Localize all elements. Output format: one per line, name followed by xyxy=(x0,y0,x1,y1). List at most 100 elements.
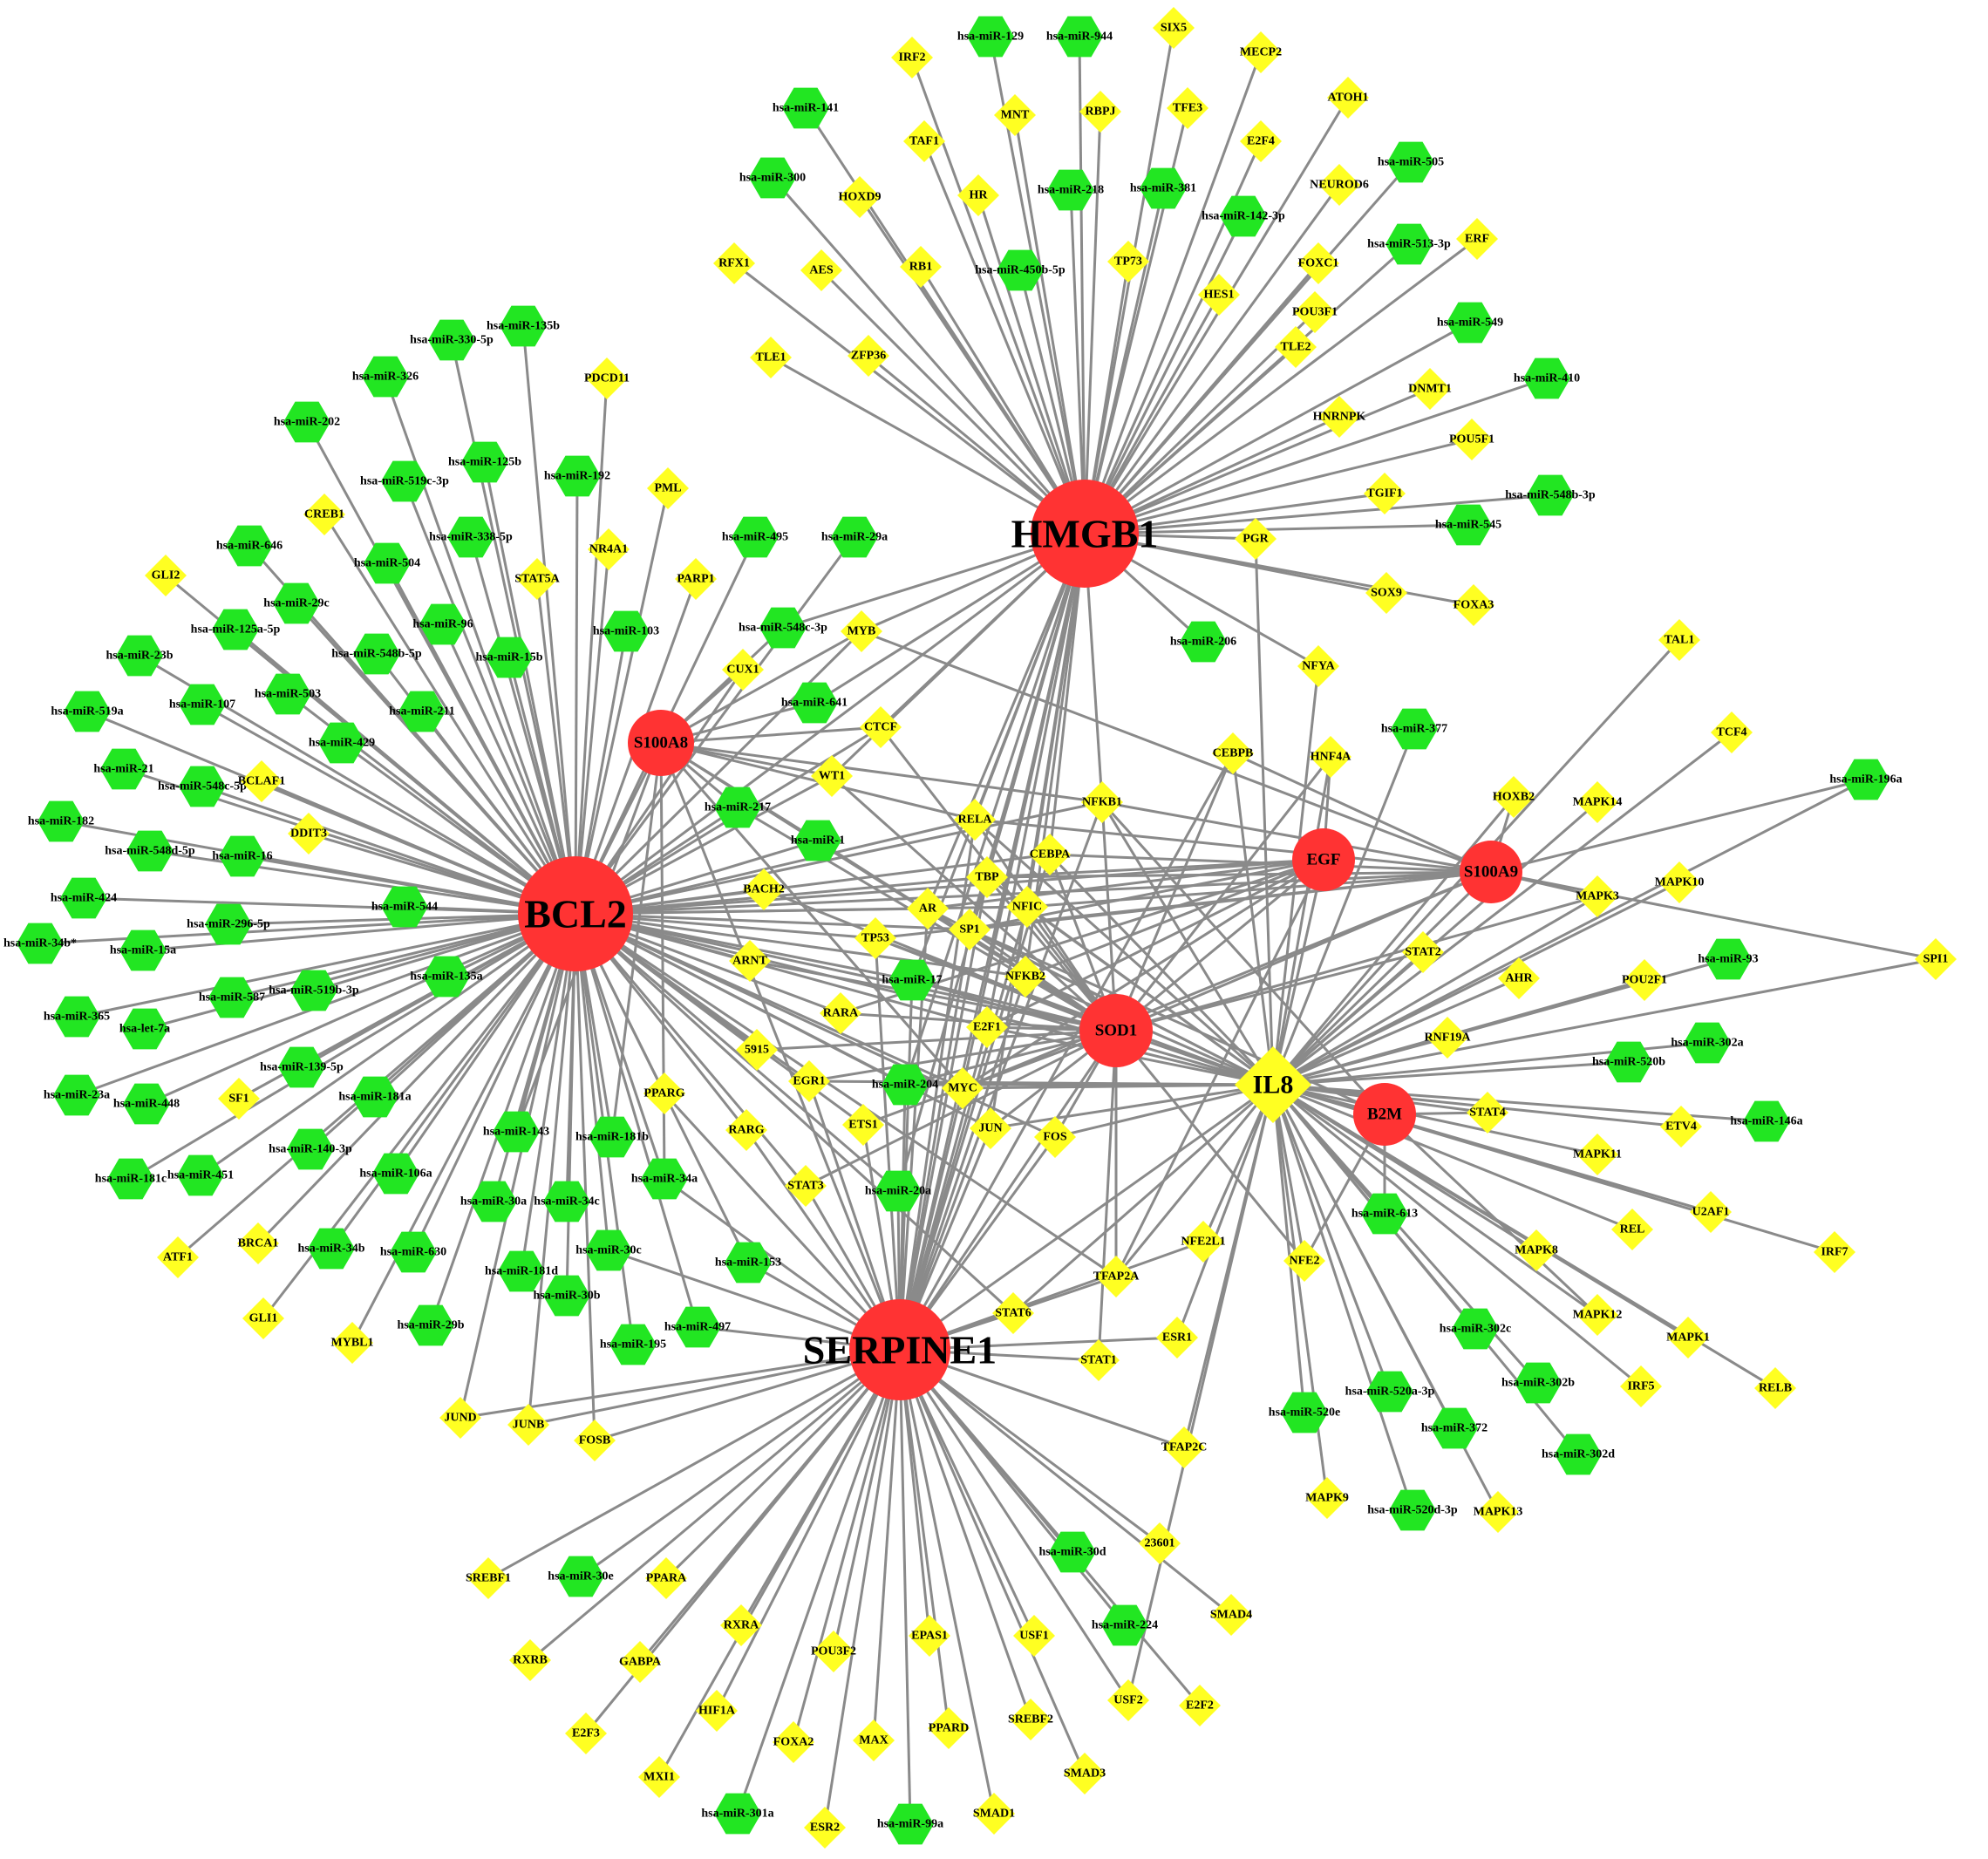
node-tfap2a: TFAP2A xyxy=(1093,1256,1140,1297)
mirna-hexagon xyxy=(782,87,829,129)
edge-s100a9-cebpb xyxy=(1232,752,1492,874)
edge-serpine1-hsa-mir-30c xyxy=(608,1249,901,1352)
edge-serpine1-23601 xyxy=(899,1348,1161,1545)
node-label: hsa-miR-15b xyxy=(475,651,542,664)
node-hsa-mir-302b: hsa-miR-302b xyxy=(1501,1362,1575,1404)
mirna-hexagon xyxy=(554,455,601,497)
edge-bcl2-pdcd11 xyxy=(574,378,609,915)
tf-diamond xyxy=(1318,396,1360,438)
edge-bcl2-stat6 xyxy=(574,912,1015,1315)
node-label: hsa-miR-372 xyxy=(1421,1422,1488,1435)
node-label: hsa-miR-548c-3p xyxy=(739,622,827,635)
edge-sod1-rela xyxy=(973,819,1118,1032)
node-hsa-mir-29c: hsa-miR-29c xyxy=(263,582,330,624)
node-label: hsa-miR-135b xyxy=(487,320,560,333)
node-label: RFX1 xyxy=(718,257,750,270)
node-label: NFE2 xyxy=(1290,1255,1320,1268)
edge-il8-mapk9 xyxy=(1271,1084,1329,1499)
edge-hmgb1-hsa-mir-300 xyxy=(771,177,1086,535)
mirna-hexagon xyxy=(1140,167,1187,209)
node-label: HR xyxy=(970,189,989,202)
node-label: hsa-miR-365 xyxy=(44,1011,110,1024)
node-layer: BCL2HMGB1SERPINE1SOD1S100A8S100A9EGFB2MI… xyxy=(3,7,1957,1849)
mirna-hexagon xyxy=(107,1158,154,1200)
edge-hmgb1-hr xyxy=(977,194,1086,535)
node-stat4: STAT4 xyxy=(1467,1092,1508,1134)
tf-diamond xyxy=(1179,1685,1221,1726)
mirna-hexagon xyxy=(219,835,266,877)
tf-diamond xyxy=(1139,1522,1181,1564)
mirna-hexagon xyxy=(278,1046,325,1088)
node-label: RARG xyxy=(728,1124,764,1137)
edge-s100a9-nfic xyxy=(1026,870,1492,909)
tf-diamond xyxy=(750,337,792,378)
node-label: hsa-miR-195 xyxy=(600,1338,666,1352)
tf-diamond xyxy=(1318,164,1360,206)
node-label: RELB xyxy=(1759,1382,1792,1395)
tf-diamond xyxy=(928,1707,970,1749)
node-label: ESR1 xyxy=(1162,1331,1192,1345)
edge-il8-hnf4a xyxy=(1271,756,1332,1086)
node-hsa-mir-30b: hsa-miR-30b xyxy=(533,1275,601,1317)
node-label: TAL1 xyxy=(1665,634,1695,647)
node-mapk14: MAPK14 xyxy=(1573,781,1622,823)
node-sp1: SP1 xyxy=(949,909,991,950)
node-label: MECP2 xyxy=(1240,46,1282,59)
hub-circle xyxy=(1292,828,1355,891)
edge-hmgb1-taf1 xyxy=(923,140,1086,535)
node-hsa-mir-143: hsa-miR-143 xyxy=(483,1111,549,1153)
edge-il8-fos xyxy=(1054,1083,1274,1139)
edge-hmgb1-hoxd9 xyxy=(858,196,1086,535)
mirna-hexagon xyxy=(226,525,273,567)
edge-bcl2-nr4a1 xyxy=(574,548,610,915)
node-zfp36: ZFP36 xyxy=(848,335,889,377)
mirna-hexagon xyxy=(714,1793,761,1835)
node-label: hsa-miR-224 xyxy=(1092,1619,1158,1632)
tf-diamond xyxy=(1711,712,1753,753)
node-label: hsa-miR-206 xyxy=(1170,636,1236,649)
node-hsa-mir-495: hsa-miR-495 xyxy=(722,516,788,558)
node-label: hsa-miR-204 xyxy=(872,1079,938,1092)
node-mapk3: MAPK3 xyxy=(1576,875,1619,917)
mirna-hexagon xyxy=(500,305,547,347)
tf-diamond xyxy=(1006,886,1048,928)
edge-s100a9-spi1 xyxy=(1490,870,1937,961)
node-hsa-mir-504: hsa-miR-504 xyxy=(354,542,420,584)
node-label: hsa-miR-211 xyxy=(389,705,454,718)
node-label: POU2F1 xyxy=(1622,974,1667,987)
node-label: IRF7 xyxy=(1821,1246,1848,1259)
tf-diamond xyxy=(645,1557,687,1599)
node-hsa-mir-146a: hsa-miR-146a xyxy=(1730,1100,1803,1142)
node-label: PPARG xyxy=(643,1087,684,1100)
edge-hmgb1-pou5f1 xyxy=(1084,438,1473,535)
edge-il8-nfya xyxy=(1271,665,1320,1086)
tf-diamond xyxy=(638,1756,680,1798)
edge-egf-tbp xyxy=(986,858,1324,879)
node-label: hsa-miR-23a xyxy=(44,1089,110,1102)
tf-diamond xyxy=(1310,736,1351,778)
mirna-hexagon xyxy=(1523,358,1570,399)
node-label: hsa-miR-29a xyxy=(821,531,888,544)
tf-diamond xyxy=(1453,584,1494,626)
node-label: hsa-miR-377 xyxy=(1381,723,1447,736)
tf-diamond xyxy=(145,555,187,596)
tf-diamond xyxy=(696,1690,738,1732)
node-hsa-mir-23b: hsa-miR-23b xyxy=(106,635,174,677)
node-gli1: GLI1 xyxy=(242,1297,284,1339)
node-label: hsa-miR-93 xyxy=(1698,953,1758,966)
node-hsa-mir-181c: hsa-miR-181c xyxy=(95,1158,167,1200)
edge-il8-stat6 xyxy=(1012,1083,1274,1315)
node-cebpb: CEBPB xyxy=(1212,732,1254,774)
node-hsa-mir-93: hsa-miR-93 xyxy=(1698,938,1759,980)
node-nfic: NFIC xyxy=(1006,886,1048,928)
tf-diamond xyxy=(675,558,717,600)
node-label: hsa-miR-302a xyxy=(1671,1037,1743,1050)
node-rfx1: RFX1 xyxy=(713,242,755,284)
mirna-hexagon xyxy=(997,249,1044,291)
tf-diamond xyxy=(1754,1367,1796,1409)
node-label: S100A8 xyxy=(634,734,688,752)
node-hsa-mir-519b-3p: hsa-miR-519b-3p xyxy=(269,970,359,1011)
mirna-hexagon xyxy=(208,977,255,1018)
edge-hmgb1-hsa-mir-545 xyxy=(1084,523,1469,535)
tf-diamond xyxy=(1153,7,1195,49)
